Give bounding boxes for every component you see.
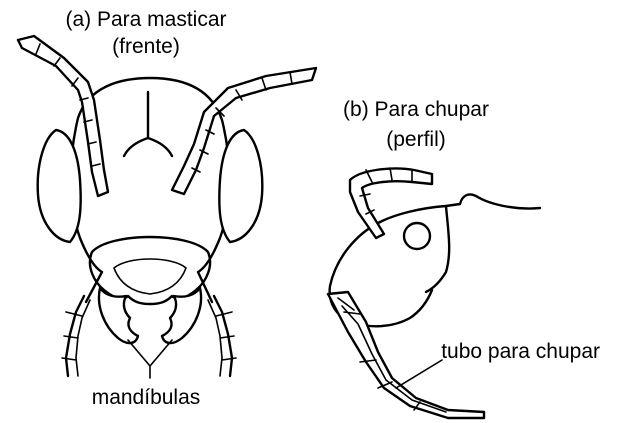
sucking-head-drawing (328, 168, 540, 418)
mandibles-label: mandíbulas (92, 386, 201, 409)
head-suture (124, 92, 172, 156)
compound-eye-right (219, 130, 262, 242)
chewing-title-line2: (frente) (112, 35, 180, 58)
mandibles-callout-line (128, 340, 172, 378)
tube-callout-line (396, 360, 442, 388)
chewing-title-line1: (a) Para masticar (65, 8, 226, 31)
sucking-title-line1: (b) Para chupar (343, 98, 489, 121)
labrum-lobe (114, 259, 186, 294)
sucking-title-line2: (perfil) (386, 128, 446, 151)
mandible-right (162, 288, 201, 343)
compound-eye-left (38, 130, 81, 242)
eye-profile (404, 223, 430, 249)
chewing-head-drawing (18, 36, 316, 378)
head-profile (380, 194, 540, 292)
mandible-left (99, 288, 138, 343)
sucking-tube-label: tubo para chupar (441, 340, 600, 363)
